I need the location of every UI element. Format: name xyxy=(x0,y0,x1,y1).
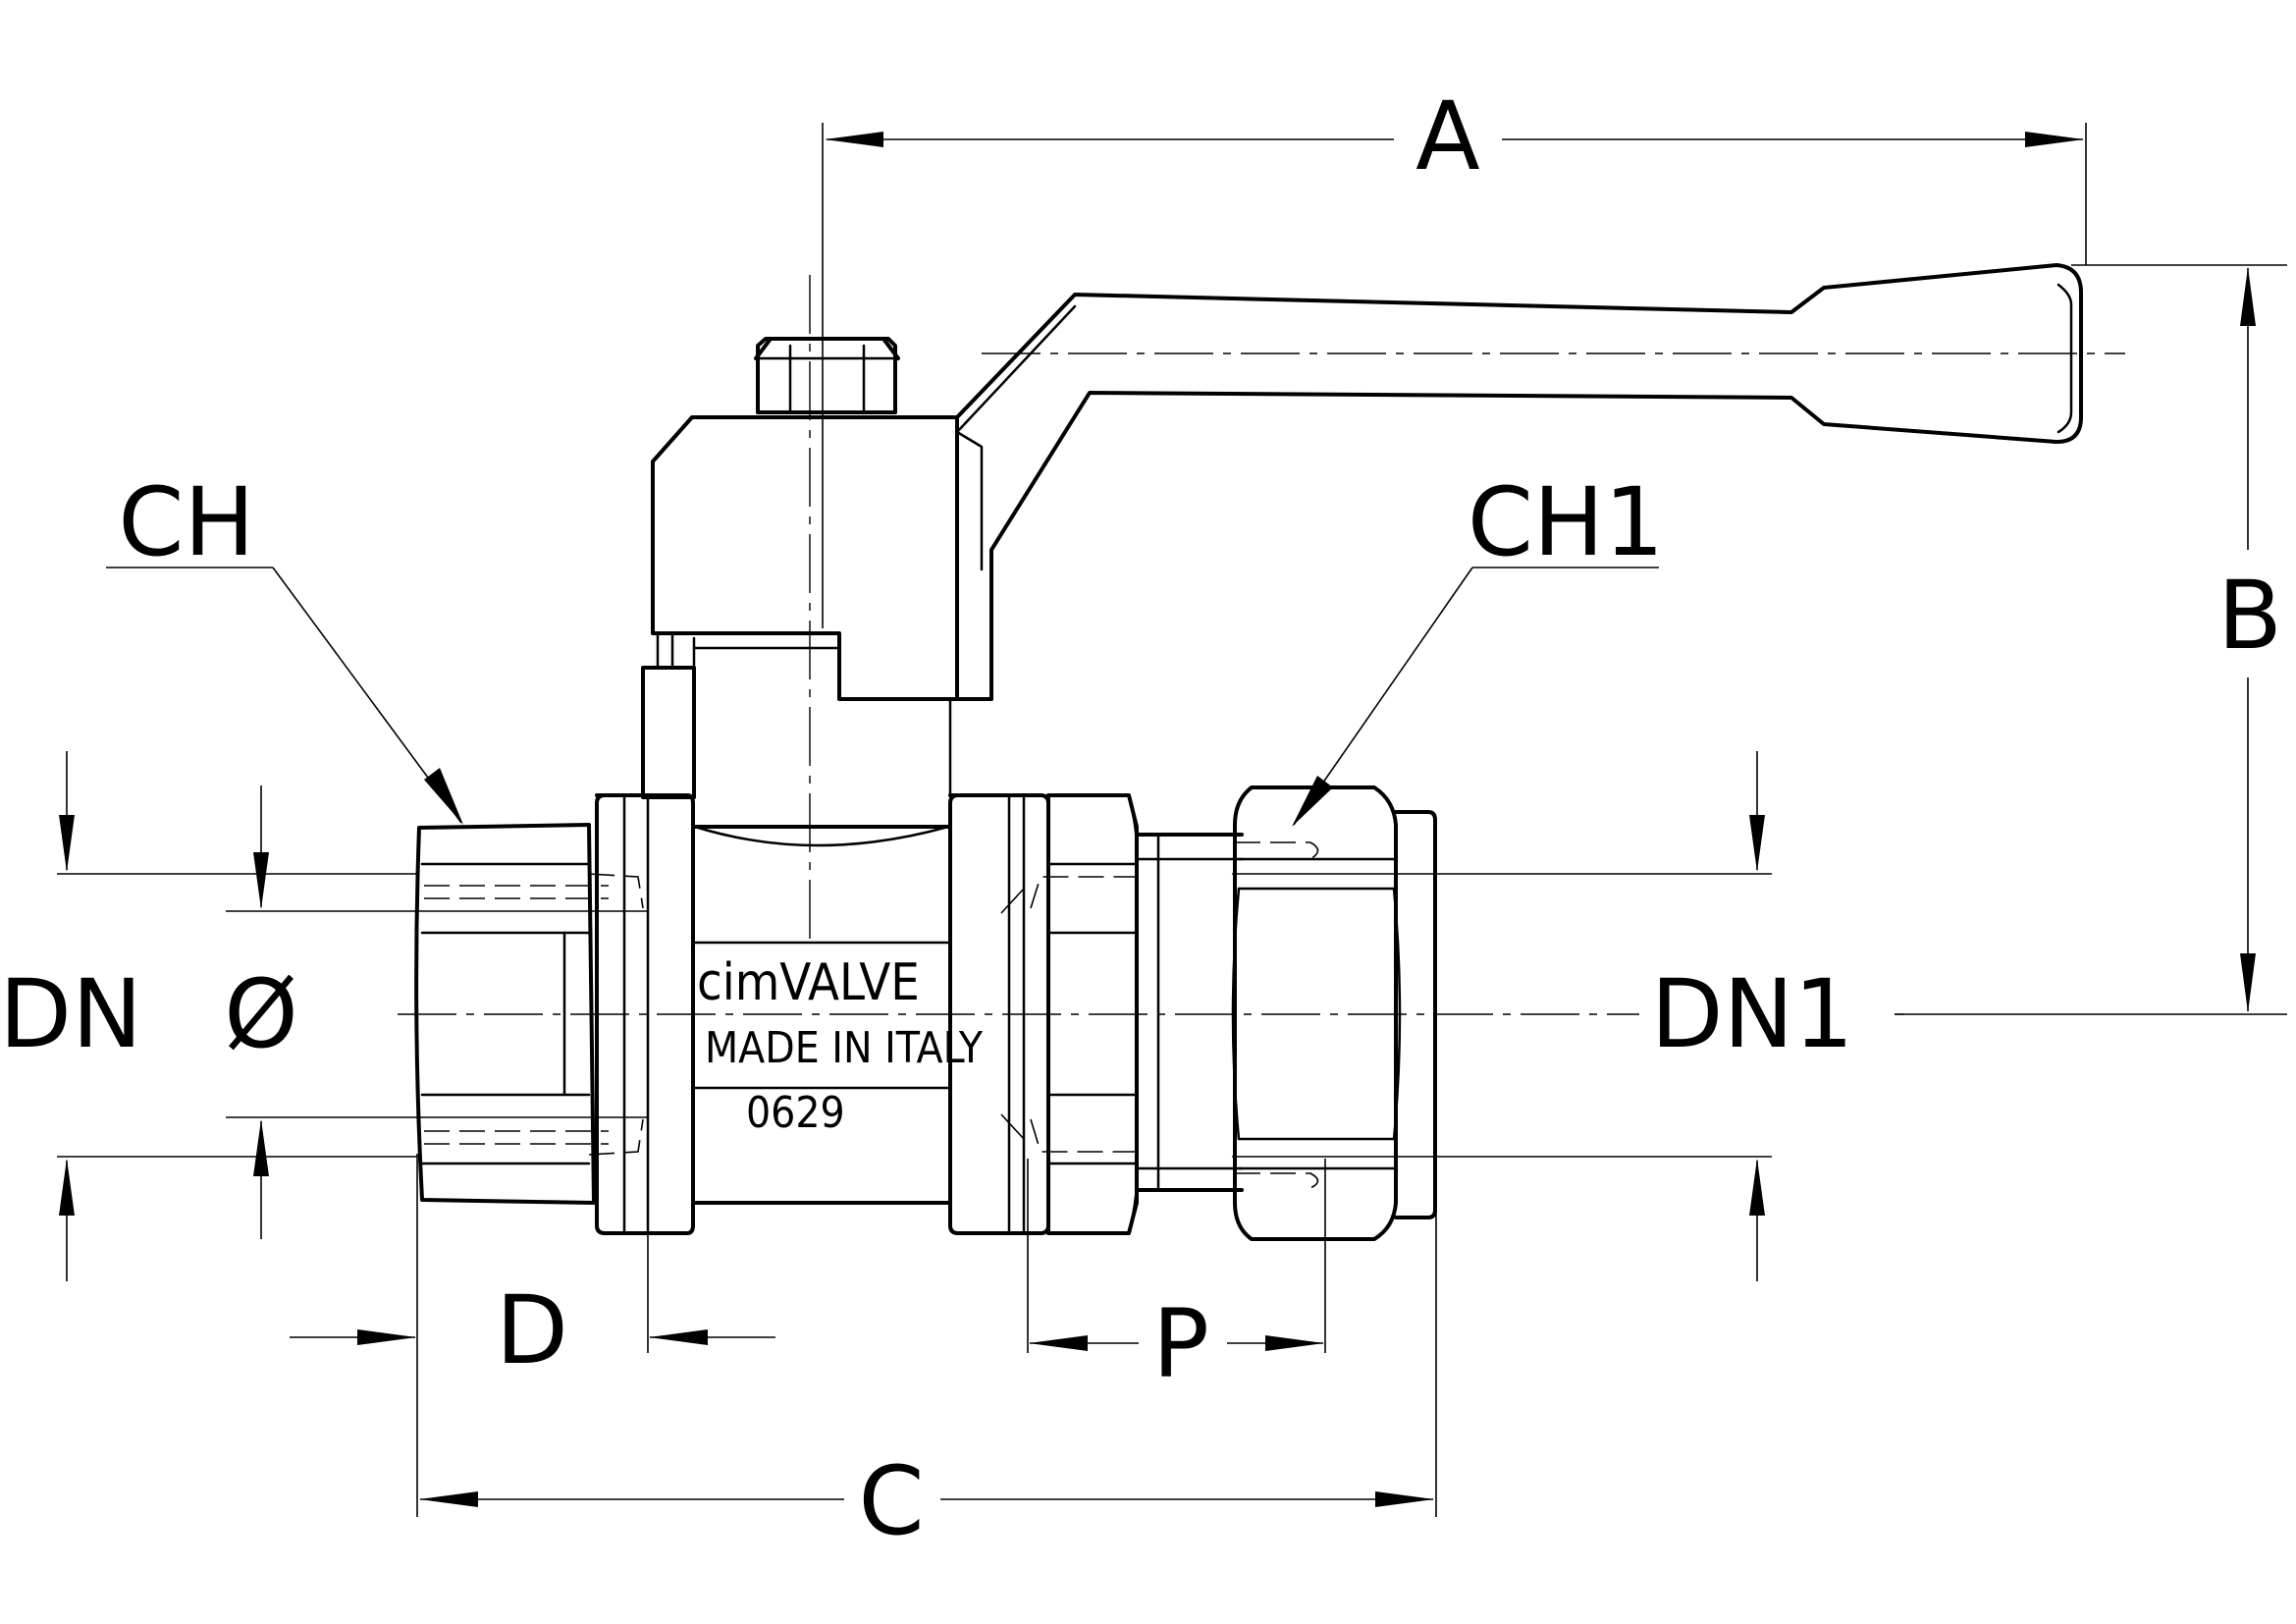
brand-marking: cimVALVE xyxy=(697,953,920,1012)
dimension-label-p: P xyxy=(1152,1289,1209,1399)
valve-body xyxy=(414,785,1437,1241)
dimension-label-c: C xyxy=(858,1446,924,1556)
dimension-label-ch: CH xyxy=(118,467,254,577)
dimension-label-d: D xyxy=(496,1275,568,1385)
origin-marking: MADE IN ITALY xyxy=(705,1023,984,1073)
dimension-label-b: B xyxy=(2217,561,2282,671)
left-threaded-end xyxy=(414,823,644,1205)
dimension-label-dn1: DN1 xyxy=(1651,959,1854,1069)
lever-handle xyxy=(641,263,2083,799)
dimension-lines xyxy=(57,123,2287,1517)
dimension-label-ch1: CH1 xyxy=(1468,467,1664,577)
dimension-label-a: A xyxy=(1415,81,1480,191)
top-nut xyxy=(754,337,900,414)
dimension-label-dn: DN xyxy=(0,959,142,1069)
compression-nut xyxy=(1231,785,1402,1241)
code-marking: 0629 xyxy=(746,1088,845,1138)
center-body xyxy=(691,825,952,1205)
dimension-labels: A B C D P CH CH1 DN Ø DN1 xyxy=(0,81,2287,1556)
dimension-label-diameter: Ø xyxy=(224,959,298,1069)
center-lines xyxy=(398,275,2125,1015)
pipe-stub xyxy=(1394,810,1437,1219)
body-marking: cimVALVE MADE IN ITALY 0629 xyxy=(697,953,984,1138)
connecting-tube xyxy=(1135,833,1244,1192)
